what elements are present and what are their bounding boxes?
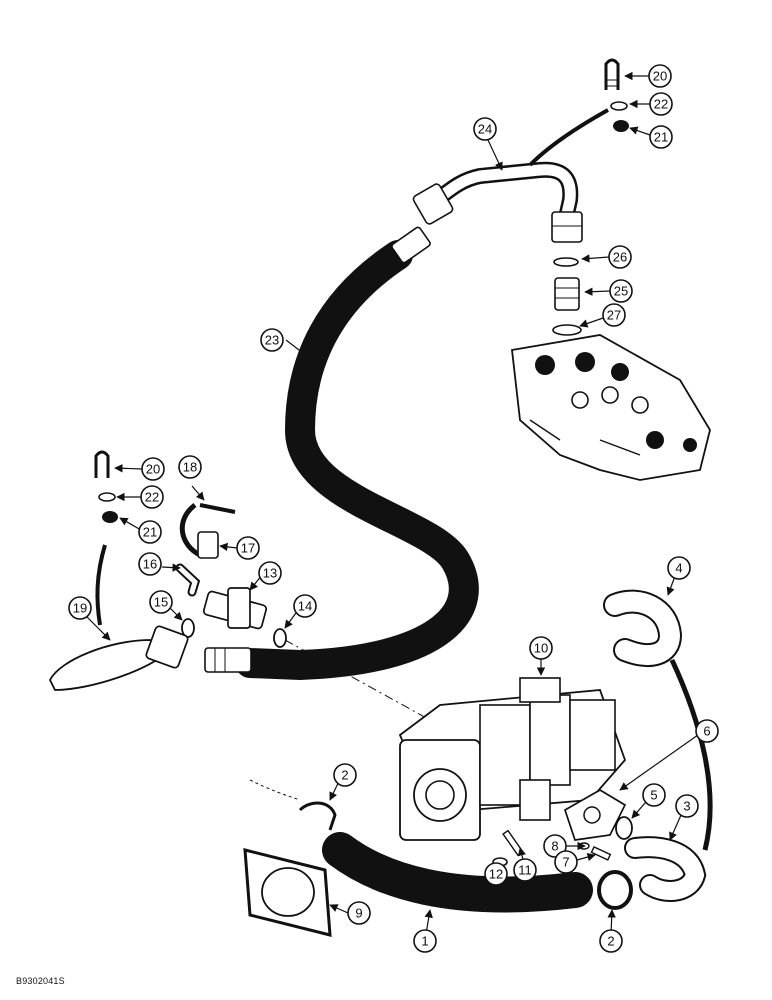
callout-18: 18 [178,455,202,479]
svg-text:10: 10 [534,641,548,656]
svg-text:2: 2 [607,934,614,949]
callout-13: 13 [258,561,282,585]
o-ring-15 [181,618,195,638]
callout-21-top: 21 [649,125,673,149]
callout-15: 15 [149,590,173,614]
hose-assembly-19 [48,625,189,691]
callout-22-top: 22 [649,92,673,116]
callout-19: 19 [68,596,92,620]
steel-tube-24 [412,161,583,243]
callout-6: 6 [695,719,719,743]
callout-25: 25 [609,279,633,303]
bolt-11 [502,829,524,857]
nut-21-left [102,511,118,523]
elbow-16 [175,563,201,597]
svg-text:7: 7 [562,855,569,870]
hydraulic-pump-10 [398,677,627,841]
callout-8: 8 [543,834,567,858]
u-bolt-20-top [604,58,620,90]
svg-text:3: 3 [683,799,690,814]
svg-text:21: 21 [143,525,157,540]
o-ring-14 [273,628,287,648]
hose-clamp-2-lower [597,870,633,910]
svg-text:24: 24 [478,122,492,137]
callout-4: 4 [667,556,691,580]
callout-14: 14 [293,594,317,618]
callout-26: 26 [608,245,632,269]
svg-text:6: 6 [703,724,710,739]
callout-3: 3 [675,794,699,818]
svg-text:27: 27 [607,308,621,323]
clamp-band-left [95,544,107,626]
callout-11: 11 [513,858,537,882]
svg-text:25: 25 [614,284,628,299]
assembly-line [284,639,431,721]
callout-10: 10 [529,636,553,660]
svg-text:19: 19 [73,601,87,616]
svg-text:20: 20 [146,462,160,477]
svg-text:17: 17 [241,541,255,556]
washer-22-top [610,101,628,111]
svg-text:23: 23 [265,333,279,348]
tee-fitting-13 [202,587,268,630]
callout-24: 24 [473,117,497,141]
callout-7: 7 [554,850,578,874]
elbow-3 [624,836,707,902]
svg-text:9: 9 [355,906,362,921]
bolt-7 [590,845,612,861]
u-bolt-20-left [94,450,110,478]
callout-2-upper: 2 [333,763,357,787]
svg-text:20: 20 [653,69,667,84]
callout-20-top: 20 [648,64,672,88]
callout-1: 1 [413,929,437,953]
svg-text:21: 21 [654,130,668,145]
svg-text:12: 12 [489,867,503,882]
svg-text:4: 4 [675,561,682,576]
o-ring-5 [615,816,633,840]
control-valve-block [511,334,711,481]
fitting-17 [197,531,219,559]
svg-text:13: 13 [263,566,277,581]
svg-text:16: 16 [143,557,157,572]
callout-27: 27 [602,303,626,327]
clamp-band-right [669,658,713,851]
washer-22-left [98,492,116,502]
callout-16: 16 [138,552,162,576]
svg-text:8: 8 [551,839,558,854]
svg-text:22: 22 [145,490,159,505]
inlet-hose-1 [322,832,593,913]
svg-text:15: 15 [154,595,168,610]
svg-text:1: 1 [421,934,428,949]
svg-text:2: 2 [341,768,348,783]
callout-5: 5 [642,783,666,807]
callout-12: 12 [484,862,508,886]
svg-text:18: 18 [183,460,197,475]
svg-text:5: 5 [650,788,657,803]
svg-text:22: 22 [654,97,668,112]
figure-reference-code: B9302041S [16,976,65,986]
hose-clamp-2-upper [249,779,337,831]
callout-23: 23 [260,328,284,352]
callout-21-left: 21 [138,520,162,544]
callout-9: 9 [347,901,371,925]
callout-22-left: 22 [140,485,164,509]
adapter-fitting-25 [552,257,582,336]
hydraulic-hose-23 [204,226,479,681]
clamp-band-top [528,108,609,167]
callout-17: 17 [236,536,260,560]
svg-text:11: 11 [518,863,532,878]
elbow-4 [603,589,683,667]
callout-20-left: 20 [141,457,165,481]
svg-text:14: 14 [298,599,312,614]
nut-21-top [613,120,629,132]
clamp-18 [179,503,236,558]
callout-2-lower: 2 [599,929,623,953]
gasket-9 [243,848,332,937]
svg-text:26: 26 [613,250,627,265]
